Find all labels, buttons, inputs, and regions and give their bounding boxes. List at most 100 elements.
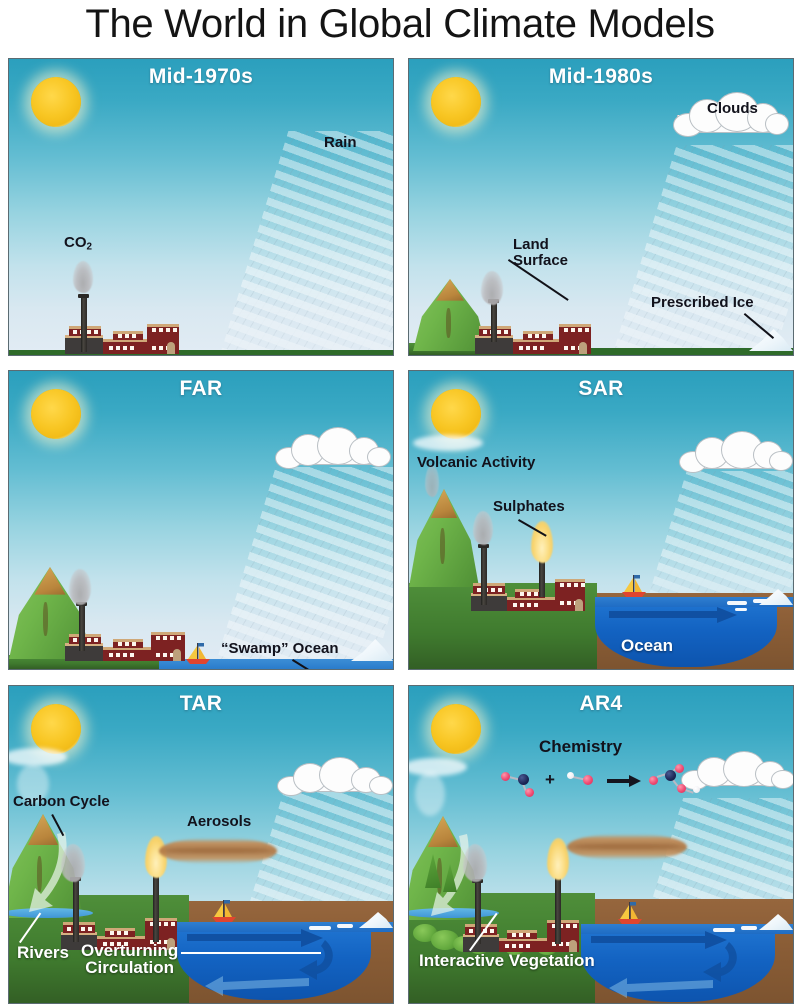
circulation-arrow [605,605,745,633]
label-carbon-cycle: Carbon Cycle [13,794,110,810]
cloud-icon [681,750,793,792]
scene-sar: Volcanic Activity Sulphates Ocean SAR [409,371,793,669]
sailboat [621,575,647,599]
smoke-plume [481,271,503,305]
cloud-icon [671,91,791,139]
aerosol-plume [567,834,687,860]
atom-nitrogen [518,774,529,785]
haze-wisp [9,748,67,766]
window-row [520,592,538,596]
scene-ar4: Chemistry + [409,686,793,1003]
leader-line-overturning [181,952,321,954]
factory-block-1 [465,924,497,935]
sun-icon [431,704,481,754]
factory-door [575,599,583,611]
smokestack-sulphate [539,535,545,597]
factory [463,861,579,952]
label-prescribed-ice: Prescribed Ice [651,294,754,311]
panel-far: “Swamp” Ocean FAR [8,370,394,670]
label-land-line1: Land [513,236,549,253]
window-row [150,922,175,926]
river [409,908,499,918]
window-row [67,927,92,931]
factory-block-dark [61,932,97,950]
panel-caption-mid-1980s: Mid-1980s [548,65,654,88]
overturning-circulation-arrow [587,928,747,1002]
window-row [156,636,181,640]
land-strip [9,350,393,355]
factory-door [173,649,181,661]
label-overturning-line1: Overturning [81,941,179,960]
window-row [552,924,577,928]
factory [465,299,595,354]
carbon-cycle-arrow-svg [29,832,67,912]
volcano [409,489,479,587]
ice-floe [741,926,757,930]
sailboat-svg [212,900,236,922]
window-row [118,334,136,338]
label-interactive-vegetation: Interactive Vegetation [419,951,595,970]
overturning-arrow-svg [591,931,737,998]
ocean-surface [581,924,793,934]
ice-floe [713,928,735,932]
label-ocean: Ocean [621,636,673,655]
sailboat [185,643,211,665]
page-title: The World in Global Climate Models [85,2,715,46]
factory [61,859,177,950]
overturning-arrow-svg [187,929,333,996]
window-row [110,931,128,935]
window-row [564,328,589,332]
ice-floe [735,608,747,611]
atom-oxygen [525,788,534,797]
sailboat [617,902,643,926]
cloud-icon [277,756,393,798]
atom-hydrogen [693,786,700,793]
haze-wisp [413,435,483,451]
factory-block-1 [63,922,95,933]
sun-icon [431,389,481,439]
land-strip [409,348,793,355]
label-clouds: Clouds [707,100,758,117]
mountain [413,279,487,351]
window-row [152,328,177,332]
smokestack-aerosol [153,862,159,942]
window-row [150,940,168,944]
circulation-arrow-svg [609,607,737,623]
scene-mid-1980s: Clouds Land Surface Prescribed Ice Mid-1… [409,59,793,355]
label-overturning-circulation: Overturning Circulation [81,942,178,977]
ice-floe [337,924,353,928]
smoke-plume [73,261,93,293]
carbon-cycle-arrow [421,828,477,920]
haze-wisp [17,764,49,804]
factory-door [167,938,175,950]
overturning-circulation-arrow [183,926,343,1000]
window-row [519,346,544,350]
window-row [109,346,134,350]
smokestack [491,302,497,342]
cloud-icon [679,431,793,475]
carbon-cycle-arrow-svg [431,834,469,916]
smoke-plume [69,569,91,605]
panel-caption-mid-1970s: Mid-1970s [148,65,254,88]
window-row [512,933,530,937]
ocean-surface [177,922,393,932]
panel-tar: Carbon Cycle Aerosols Rivers Overturning… [8,685,394,1004]
smoke-plume [473,511,493,545]
panel-caption-tar: TAR [179,692,223,715]
window-row [513,603,538,607]
label-aerosols: Aerosols [187,813,252,830]
label-carbon-line1: Carbon [13,793,66,810]
smoke-plume [61,844,85,882]
window-row [552,942,570,946]
label-overturning-line2: Circulation [85,958,175,978]
haze-wisp [409,758,467,776]
reaction-arrow [607,774,641,792]
factory-block-2 [103,647,151,661]
window-row [560,583,585,587]
cloud-icon [275,427,393,471]
sun-icon [31,389,81,439]
ice-floe [309,926,331,930]
sun-icon [431,77,481,127]
panel-ar4: Chemistry + [408,685,794,1004]
sailboat-svg [186,643,210,664]
